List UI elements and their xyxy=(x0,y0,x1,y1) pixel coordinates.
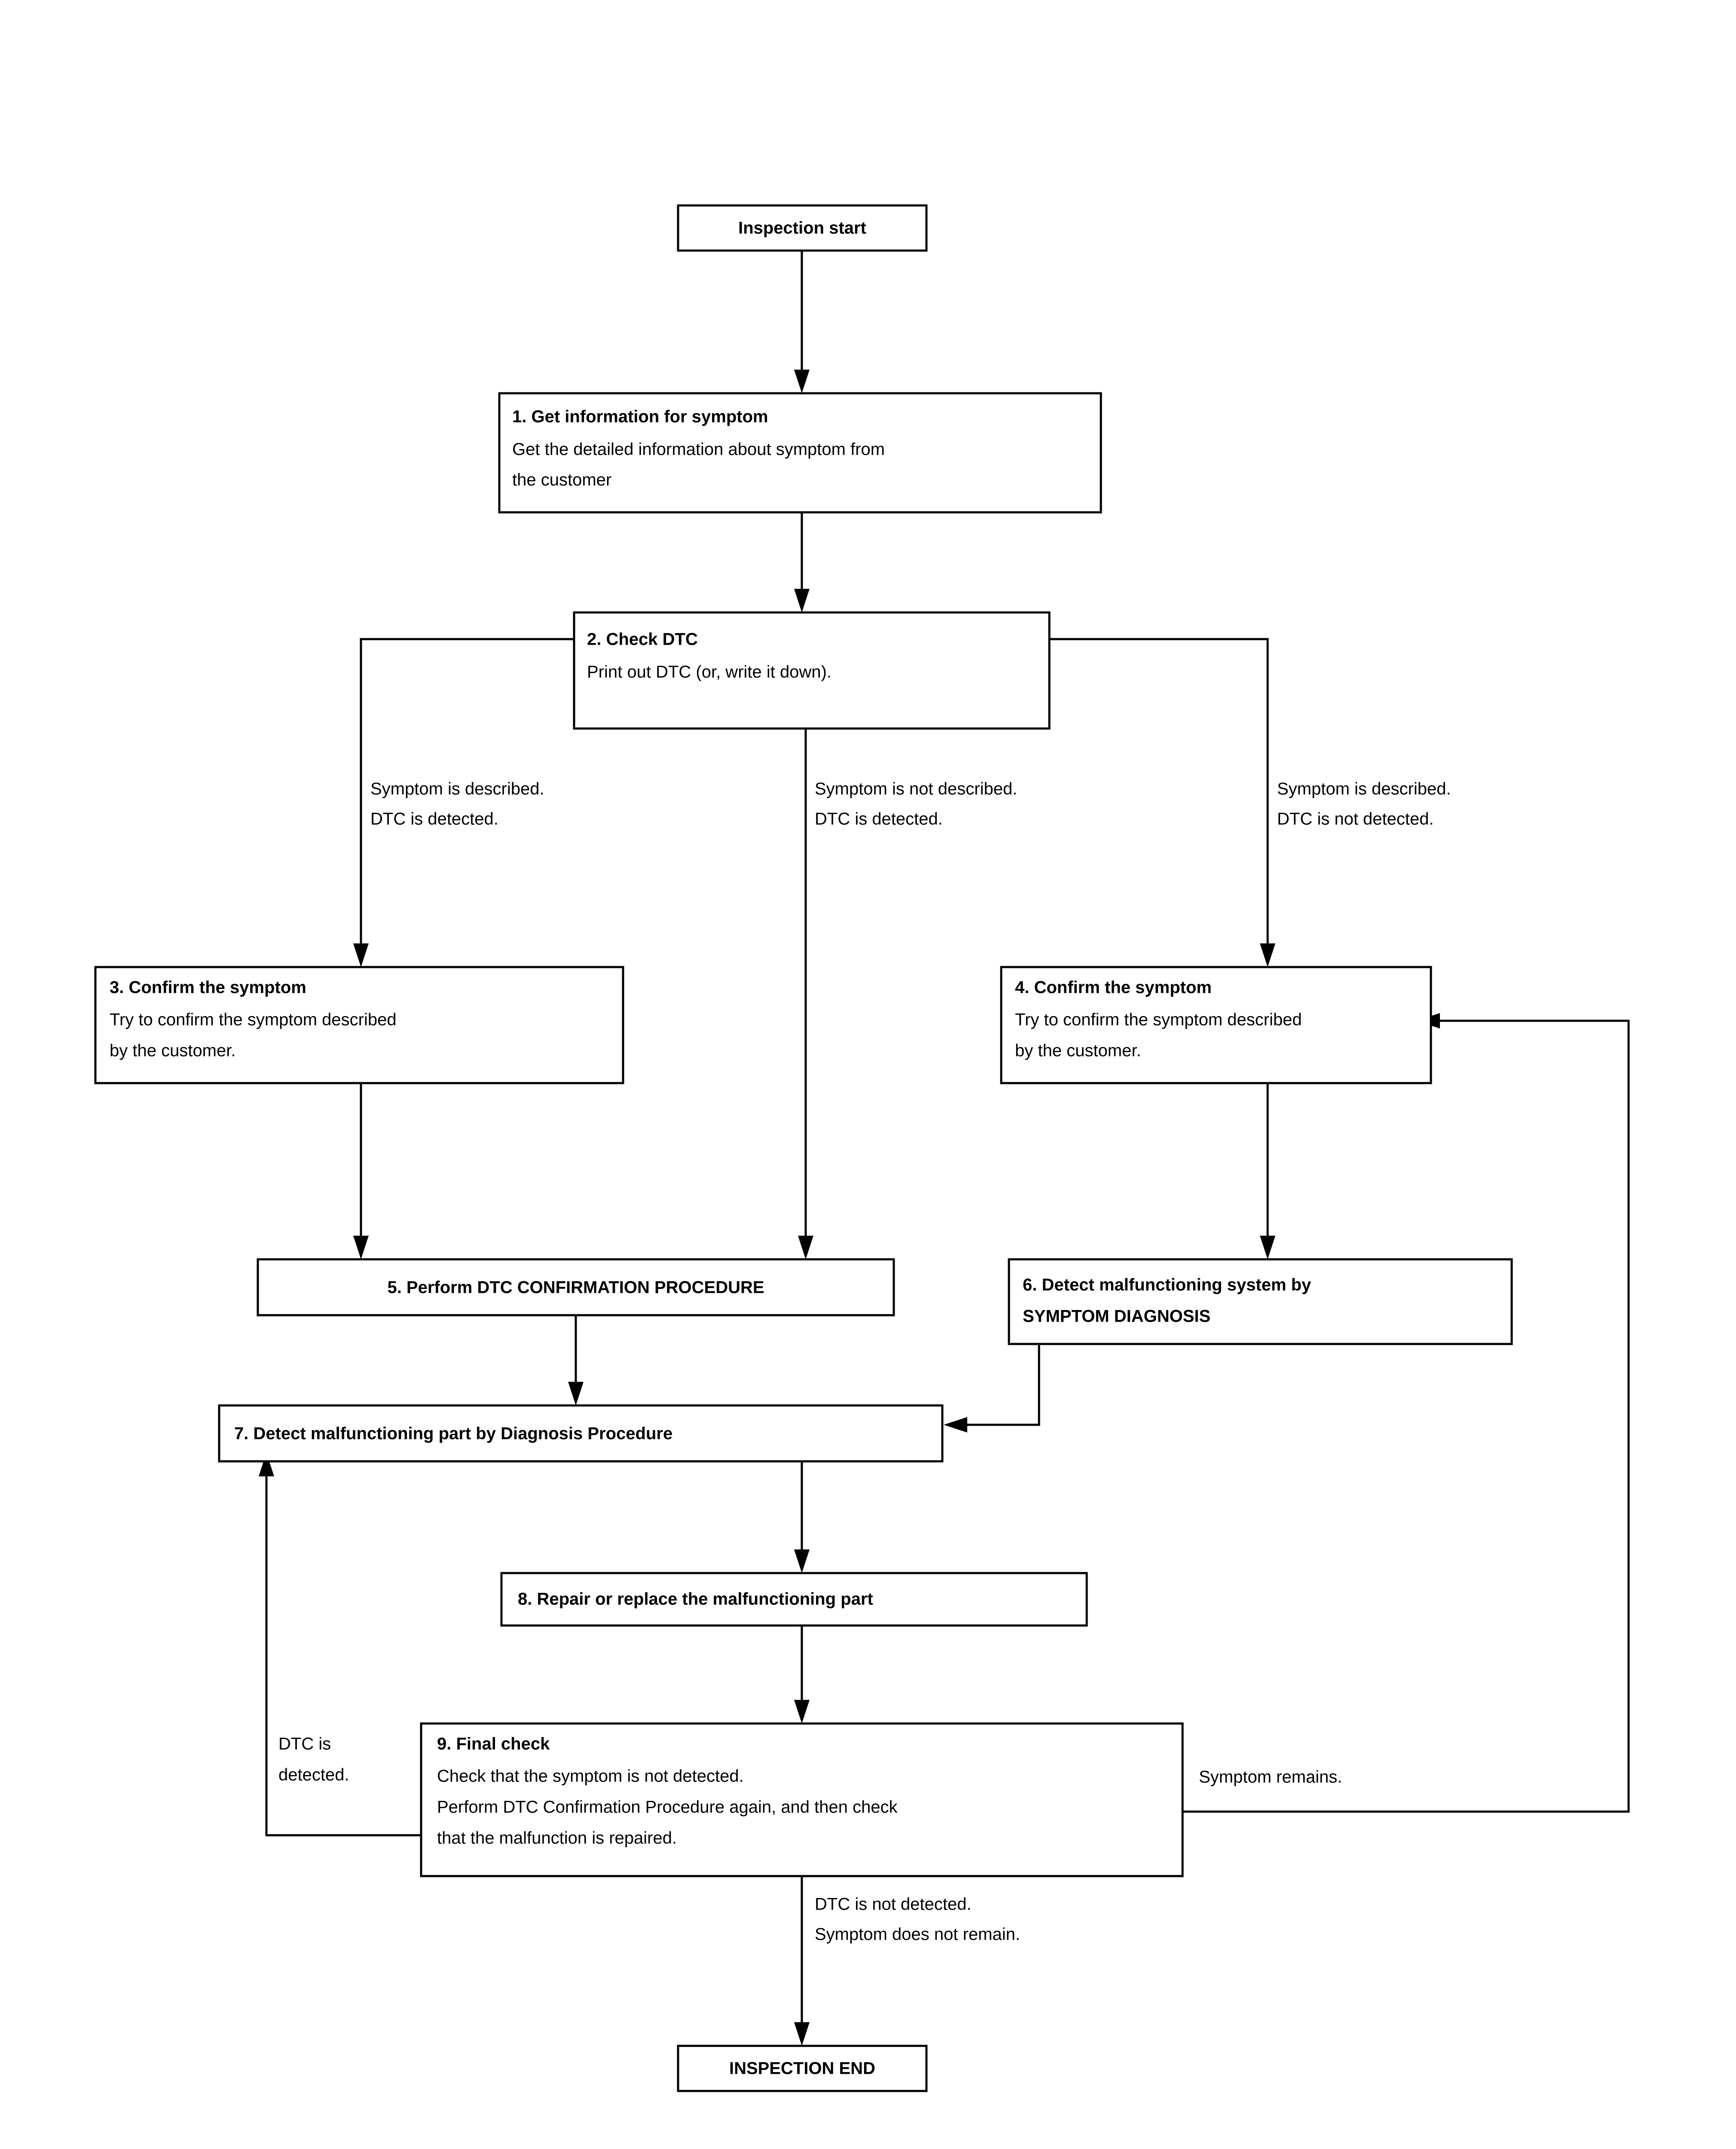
node-step-9-heading: 9. Final check xyxy=(437,1735,550,1754)
edge-label-left-branch-line-1: Symptom is described. xyxy=(370,780,544,799)
node-step-3-line-2: by the customer. xyxy=(110,1041,235,1060)
connector-step6-to-step7 xyxy=(944,1344,1040,1433)
connector-step5-to-step7 xyxy=(568,1315,584,1405)
edge-label-middle-branch-line-1: Symptom is not described. xyxy=(815,780,1017,799)
node-step-4-heading: 4. Confirm the symptom xyxy=(1015,978,1212,997)
edge-label-right-branch: Symptom is described. DTC is not detecte… xyxy=(1277,780,1451,829)
node-inspection-start[interactable]: Inspection start xyxy=(677,204,928,252)
node-step-9-line-3: that the malfunction is repaired. xyxy=(437,1829,677,1848)
node-inspection-end[interactable]: INSPECTION END xyxy=(677,2045,928,2092)
node-step-3[interactable]: 3. Confirm the symptom Try to confirm th… xyxy=(94,966,624,1084)
edge-label-final-ok-line-1: DTC is not detected. xyxy=(815,1895,972,1914)
node-step-8-heading: 8. Repair or replace the malfunctioning … xyxy=(518,1590,873,1609)
node-step-9-line-2: Perform DTC Confirmation Procedure again… xyxy=(437,1798,898,1817)
node-inspection-start-label: Inspection start xyxy=(738,219,866,238)
connector-step2-to-step3 xyxy=(353,638,574,967)
node-step-8[interactable]: 8. Repair or replace the malfunctioning … xyxy=(500,1572,1088,1627)
node-step-6-heading-line-1: 6. Detect malfunctioning system by xyxy=(1023,1276,1311,1295)
node-step-2-line-1: Print out DTC (or, write it down). xyxy=(587,663,831,682)
node-step-9[interactable]: 9. Final check Check that the symptom is… xyxy=(420,1722,1184,1877)
node-step-3-line-1: Try to confirm the symptom described xyxy=(110,1010,397,1029)
connector-step2-to-step4 xyxy=(1049,638,1275,967)
edge-label-middle-branch: Symptom is not described. DTC is detecte… xyxy=(815,780,1017,829)
connector-step9-to-step7-dtc-detected xyxy=(259,1453,421,1837)
connector-step1-to-step2 xyxy=(794,512,810,612)
node-step-4-line-1: Try to confirm the symptom described xyxy=(1015,1010,1302,1029)
node-step-4[interactable]: 4. Confirm the symptom Try to confirm th… xyxy=(1000,966,1432,1084)
node-step-5[interactable]: 5. Perform DTC CONFIRMATION PROCEDURE xyxy=(257,1258,895,1316)
connector-step2-to-step5 xyxy=(798,729,813,1259)
node-step-2-heading: 2. Check DTC xyxy=(587,630,698,649)
edge-label-symptom-remains-text: Symptom remains. xyxy=(1199,1768,1342,1787)
edge-label-dtc-detected-line-1: DTC is xyxy=(278,1735,331,1754)
edge-label-symptom-remains: Symptom remains. xyxy=(1199,1768,1342,1787)
node-step-1[interactable]: 1. Get information for symptom Get the d… xyxy=(498,392,1102,514)
connector-start-to-step1 xyxy=(794,251,810,393)
node-step-9-line-1: Check that the symptom is not detected. xyxy=(437,1767,744,1786)
node-step-1-heading: 1. Get information for symptom xyxy=(512,407,768,426)
node-step-4-line-2: by the customer. xyxy=(1015,1041,1141,1060)
node-step-1-line-1: Get the detailed information about sympt… xyxy=(512,440,885,459)
node-step-7-heading: 7. Detect malfunctioning part by Diagnos… xyxy=(234,1424,672,1443)
edge-label-dtc-detected: DTC is detected. xyxy=(278,1735,349,1785)
node-step-6[interactable]: 6. Detect malfunctioning system by SYMPT… xyxy=(1008,1258,1513,1345)
node-step-1-line-2: the customer xyxy=(512,471,611,490)
edge-label-final-ok-line-2: Symptom does not remain. xyxy=(815,1925,1020,1944)
connector-step3-to-step5 xyxy=(353,1083,369,1259)
connector-step9-to-step4-symptom-remains xyxy=(1183,1013,1630,1813)
node-step-6-heading-line-2: SYMPTOM DIAGNOSIS xyxy=(1023,1307,1210,1326)
edge-label-middle-branch-line-2: DTC is detected. xyxy=(815,810,943,829)
edge-label-right-branch-line-1: Symptom is described. xyxy=(1277,780,1451,799)
node-inspection-end-label: INSPECTION END xyxy=(729,2059,875,2078)
node-step-7[interactable]: 7. Detect malfunctioning part by Diagnos… xyxy=(218,1404,944,1463)
edge-label-right-branch-line-2: DTC is not detected. xyxy=(1277,810,1434,829)
node-step-3-heading: 3. Confirm the symptom xyxy=(110,978,306,997)
edge-label-final-ok: DTC is not detected. Symptom does not re… xyxy=(815,1895,1020,1944)
edge-label-left-branch: Symptom is described. DTC is detected. xyxy=(370,780,544,829)
edge-label-left-branch-line-2: DTC is detected. xyxy=(370,810,498,829)
node-step-5-heading: 5. Perform DTC CONFIRMATION PROCEDURE xyxy=(387,1278,764,1297)
node-step-2[interactable]: 2. Check DTC Print out DTC (or, write it… xyxy=(573,611,1051,730)
connector-step4-to-step6 xyxy=(1260,1083,1275,1259)
connector-step8-to-step9 xyxy=(794,1612,810,1723)
edge-label-dtc-detected-line-2: detected. xyxy=(278,1766,349,1785)
connector-step7-to-step8 xyxy=(794,1453,810,1573)
connector-step9-to-end xyxy=(794,1861,810,2046)
